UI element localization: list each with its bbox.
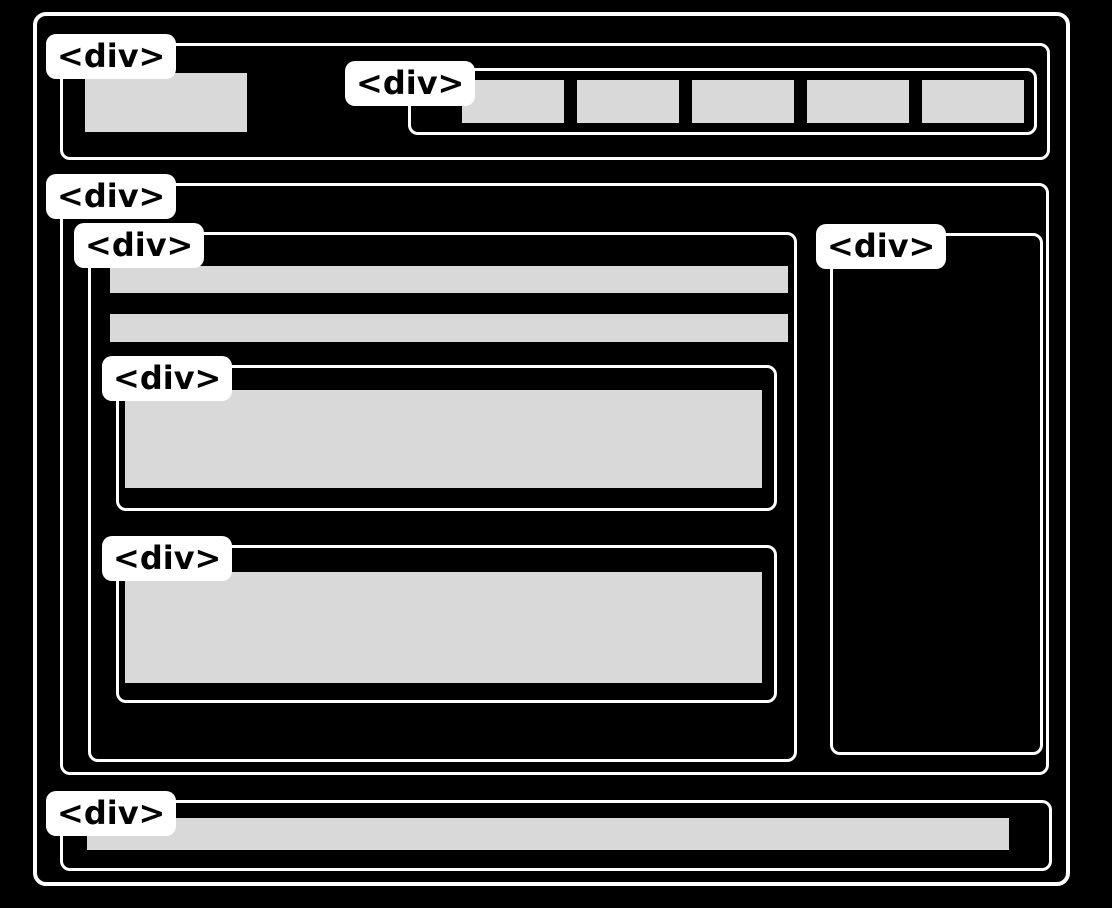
article-top-content-placeholder: [125, 390, 762, 488]
sidebar-box: <div>: [816, 224, 1043, 755]
nav-item-placeholder: [462, 80, 564, 123]
main-div-tag-badge: <div>: [46, 174, 177, 219]
article-box-top: <div>: [102, 356, 777, 511]
nav-item-placeholder: [807, 80, 909, 123]
nav-box: <div>: [345, 61, 1037, 135]
footer-div-tag-badge: <div>: [46, 791, 177, 836]
text-line-placeholder-1: [110, 266, 788, 293]
nav-item-placeholder: [922, 80, 1024, 123]
nav-item-placeholder: [577, 80, 679, 123]
footer-box: <div>: [46, 791, 1052, 871]
page-container-box: <div> <div> <div> <div> <div> <div>: [33, 12, 1070, 886]
article-top-div-tag-badge: <div>: [102, 356, 233, 401]
footer-text-placeholder: [87, 818, 1009, 850]
nav-div-tag-badge: <div>: [345, 61, 476, 106]
text-line-placeholder-2: [110, 314, 788, 342]
sidebar-div-tag-badge: <div>: [816, 224, 947, 269]
logo-placeholder: [85, 73, 247, 132]
main-box: <div> <div> <div> <div> <div>: [46, 174, 1049, 775]
content-div-tag-badge: <div>: [74, 223, 205, 268]
article-bottom-div-tag-badge: <div>: [102, 536, 233, 581]
header-box: <div> <div>: [46, 34, 1050, 160]
content-box: <div> <div> <div>: [74, 223, 797, 762]
article-box-bottom: <div>: [102, 536, 777, 703]
nav-item-placeholder: [692, 80, 794, 123]
header-div-tag-badge: <div>: [46, 34, 177, 79]
article-bottom-content-placeholder: [125, 572, 762, 683]
